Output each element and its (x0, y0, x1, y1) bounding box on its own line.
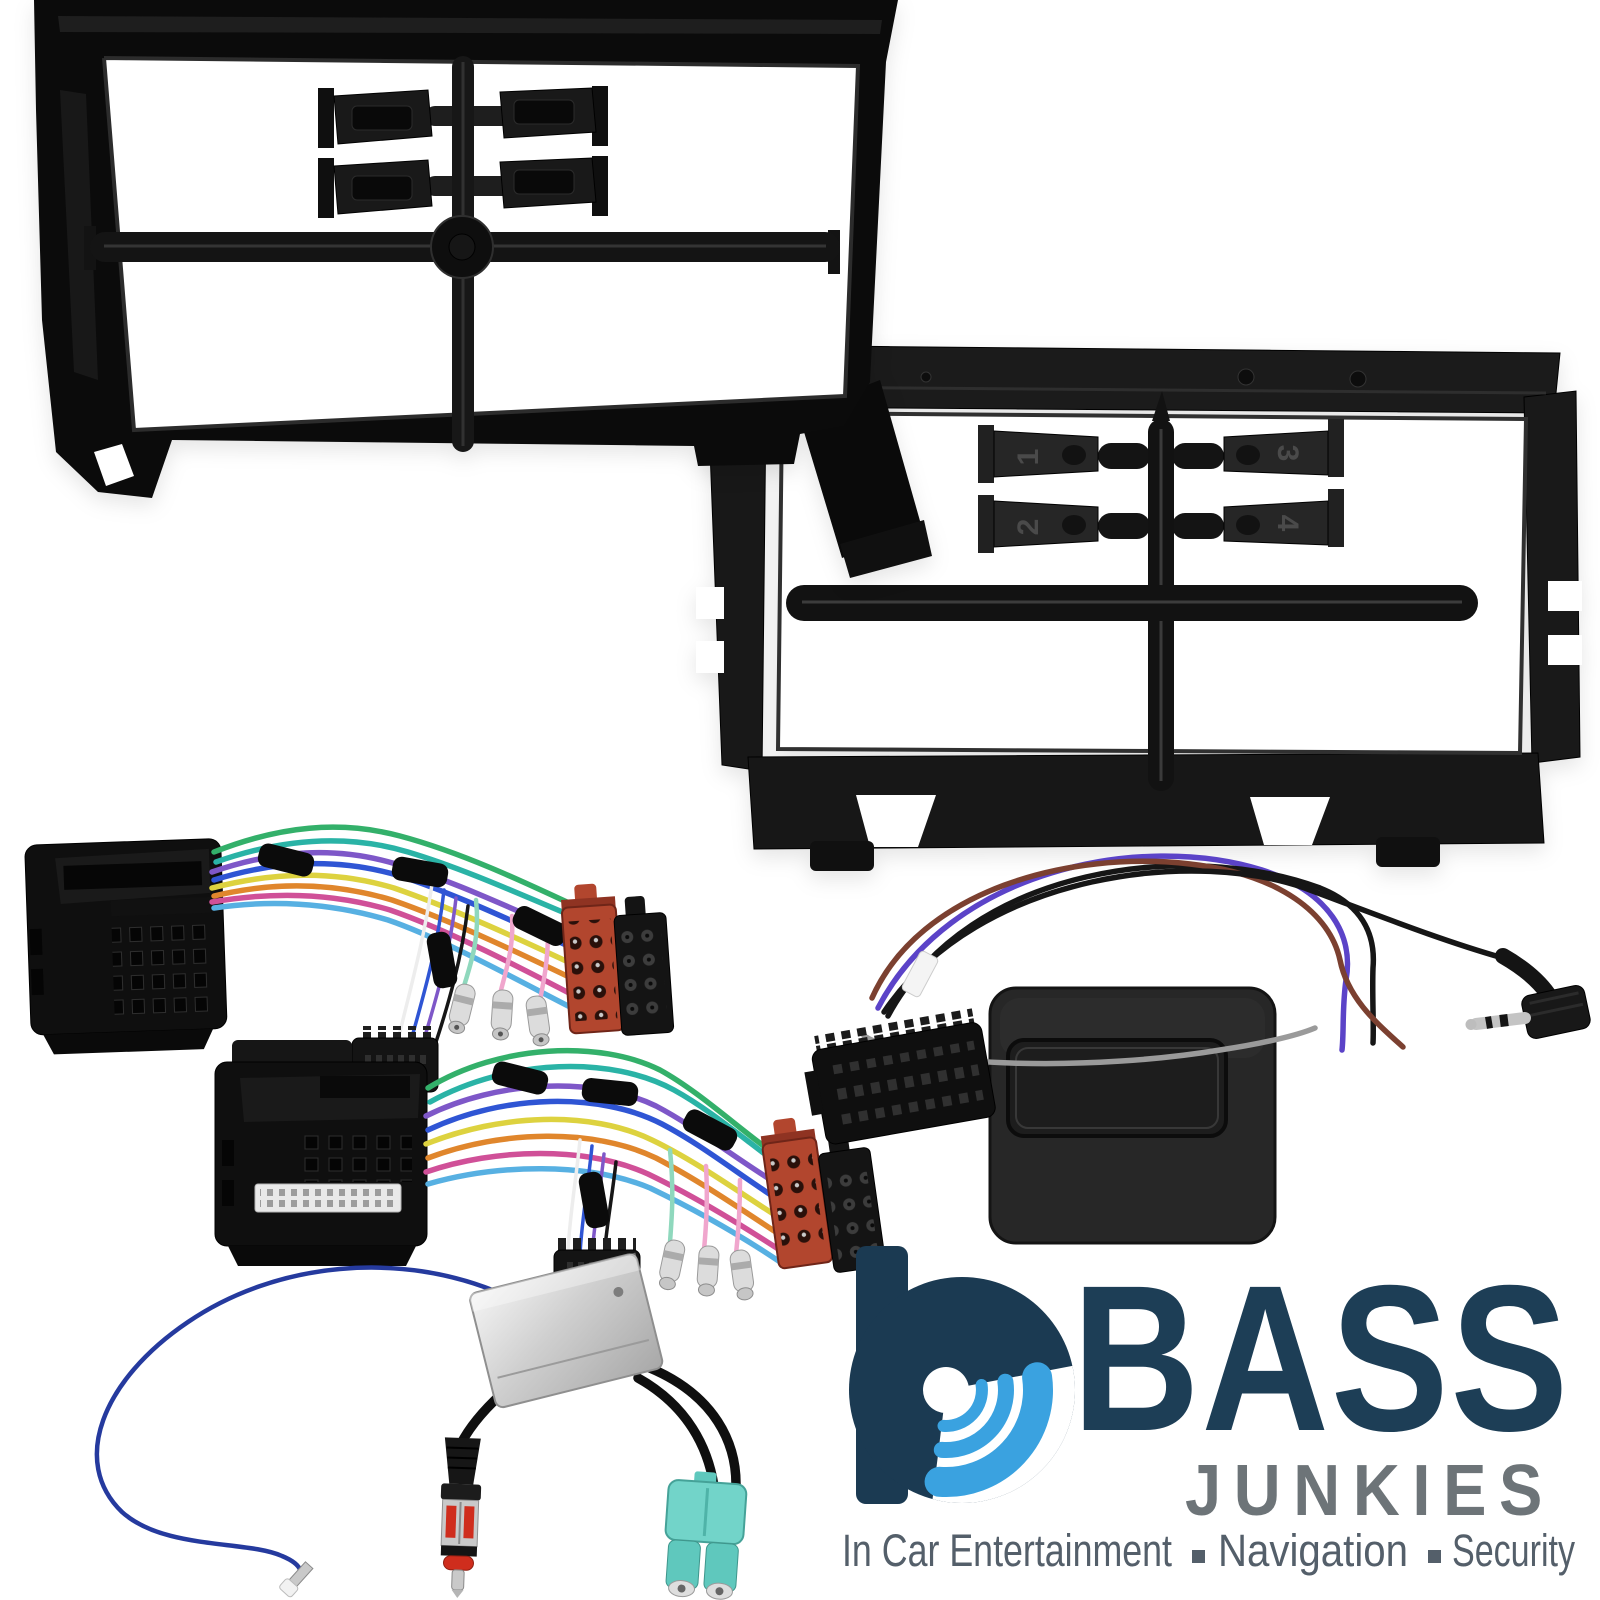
tape-wrap (426, 931, 458, 989)
soundwave-arc-icon (924, 1362, 1053, 1498)
panel-clip-3: 3 (1223, 419, 1344, 477)
harness-wires (209, 824, 599, 1050)
fascia-front-panel (34, 0, 932, 578)
din-antenna-plug (440, 1437, 482, 1598)
interface-box (988, 984, 1277, 1248)
antenna-amplifier-box (468, 1252, 664, 1409)
bass-junkies-logo-mark (849, 1246, 1075, 1504)
metal-clip (499, 156, 608, 216)
bullet-terminal (490, 989, 514, 1041)
wiring-harness-upper (24, 824, 675, 1093)
tagline-item: In Car Entertainment (842, 1525, 1172, 1576)
quadlock-connector (214, 1040, 428, 1266)
antenna-blue-lead (94, 1265, 505, 1585)
tagline-bullet-icon (1192, 1550, 1205, 1563)
antenna-adapter-kit (94, 1252, 748, 1600)
fakra-twin-connector (664, 1471, 748, 1600)
front-fascia-sprue (84, 56, 840, 452)
tagline-item: Security (1452, 1525, 1575, 1576)
tape-wrap (682, 1109, 738, 1151)
bullet-terminal (448, 983, 476, 1034)
pin-grid (300, 1128, 412, 1182)
brand-tagline: In Car Entertainment Navigation Security (842, 1525, 1575, 1576)
clip-number-2: 2 (1012, 519, 1045, 536)
bass-junkies-logo: BASS JUNKIES In Car Entertainment Naviga… (842, 1243, 1575, 1576)
sprue-center-boss (430, 215, 494, 279)
iso-connector-black (613, 896, 675, 1036)
bullet-terminal (696, 1245, 720, 1297)
soundwave-arc-icon (937, 1379, 988, 1432)
soundwave-arc-icon (933, 1373, 1014, 1459)
quadlock-connector (24, 838, 228, 1055)
tagline-bullet-icon (1428, 1550, 1441, 1563)
tagline-item: Navigation (1218, 1525, 1408, 1576)
rear-cage-sprue (786, 391, 1478, 791)
bullet-terminal (729, 1249, 755, 1301)
bullet-terminal (659, 1239, 686, 1291)
tape-wrap (491, 1061, 549, 1095)
panel-clip-1: 1 (978, 425, 1099, 483)
brand-name-primary: BASS (1072, 1243, 1570, 1475)
wiring-harness-lower (214, 1040, 886, 1305)
mini-connector-plug (804, 1008, 996, 1145)
panel-clip-2: 2 (978, 495, 1099, 553)
iso-connector-red (561, 883, 625, 1035)
metal-clip (318, 88, 433, 148)
tape-wrap (578, 1171, 610, 1229)
wire-label (901, 950, 939, 998)
pin-grid (111, 916, 215, 1017)
metal-clip (318, 158, 433, 218)
clip-number-1: 1 (1012, 449, 1045, 466)
harness-wires (423, 1047, 795, 1269)
tape-wrap (512, 905, 568, 947)
steering-control-interface-kit (804, 853, 1591, 1248)
clip-number-3: 3 (1271, 445, 1304, 462)
bullet-terminal (525, 995, 551, 1047)
tape-wrap (581, 1078, 639, 1106)
clip-number-4: 4 (1271, 515, 1304, 532)
metal-clip (499, 86, 608, 146)
panel-clip-4: 4 (1223, 489, 1344, 547)
iso-connector-red (760, 1117, 834, 1270)
brand-name-secondary: JUNKIES (1185, 1451, 1555, 1531)
antenna-crimp-pin (279, 1561, 314, 1598)
tape-wrap (257, 843, 315, 877)
tape-wrap (391, 856, 449, 888)
fascia-rear-cage: 1 3 2 4 (696, 344, 1582, 871)
aux-jack-3-5mm (1465, 948, 1591, 1039)
iso-connector-black (818, 1132, 886, 1273)
front-fascia-body (34, 0, 932, 578)
